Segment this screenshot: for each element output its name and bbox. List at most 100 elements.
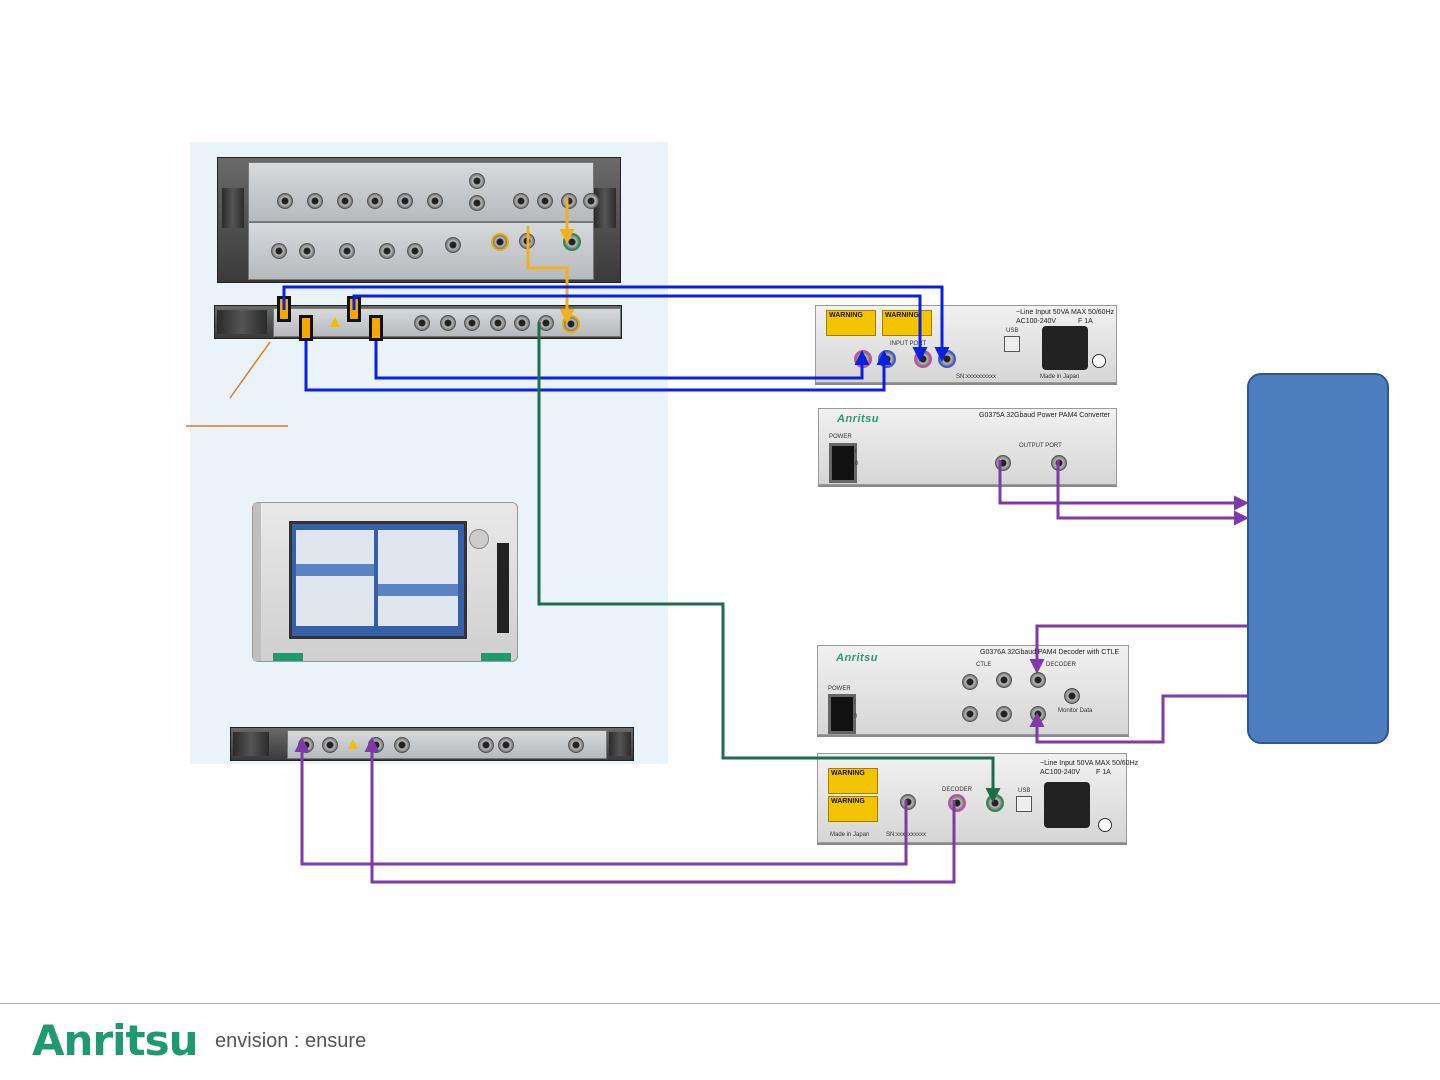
power-switch[interactable] [829, 443, 857, 483]
rack-handle-left [222, 188, 244, 228]
module-connector [583, 193, 599, 209]
fuse-label: F 1A [1078, 318, 1093, 325]
device-title: G0376A 32Gbaud PAM4 Decoder with CTLE [980, 649, 1120, 656]
module-connector [568, 737, 584, 753]
module-connector [337, 193, 353, 209]
cable-yellow-clock-1 [526, 226, 575, 324]
mainframe-screen [289, 521, 467, 639]
power-switch[interactable] [828, 694, 856, 734]
usb-label: USB [1006, 328, 1019, 334]
callout-line [229, 341, 271, 399]
cable-purple-converter-out-1 [998, 460, 1249, 511]
ed-module [287, 730, 607, 759]
anritsu-logo: Anritsu [32, 1016, 198, 1065]
decoder-label: DECODER [942, 787, 973, 793]
module-connector [445, 237, 461, 253]
cable-purple-converter-out-2 [1056, 460, 1249, 526]
cable-blue-data-1 [282, 285, 950, 362]
warning-label: WARNING [882, 310, 932, 336]
mainframe-foot-left [273, 653, 303, 661]
decoder-label: DECODER [1046, 662, 1077, 668]
cable-purple-dut-to-decoder-1 [1029, 624, 1247, 674]
rotary-knob [469, 529, 489, 549]
power-off-label: 0 [854, 714, 858, 720]
ctle-connector [962, 706, 978, 722]
cable-purple-decoder-to-ed-1 [294, 737, 908, 866]
warning-text: WARNING [831, 798, 865, 805]
ppg-module-bottom [248, 222, 594, 280]
mainframe-rack [217, 157, 621, 283]
module-connector [537, 193, 553, 209]
ground-icon [1098, 818, 1112, 832]
module-connector [307, 193, 323, 209]
brand-logo: Anritsu [837, 413, 879, 425]
ctle-connector [962, 674, 978, 690]
rack-handle-right [594, 188, 616, 228]
module-connector [322, 737, 338, 753]
cable-blue-data-2 [352, 294, 928, 362]
cable-blue-data-3 [304, 341, 892, 392]
warning-label: WARNING [826, 310, 876, 336]
module-connector [513, 193, 529, 209]
monitor-label: Monitor Data [1058, 708, 1093, 714]
rack-handle-left [233, 732, 269, 756]
output-port-label: OUTPUT PORT [1019, 443, 1062, 449]
module-connector [299, 243, 315, 259]
cable-blue-data-4 [374, 341, 870, 380]
footer-divider [0, 1003, 1440, 1004]
converter-rear-panel: WARNING WARNING ~Line Input 50VA MAX 50/… [815, 305, 1117, 383]
module-connector [367, 193, 383, 209]
warning-text: WARNING [829, 312, 863, 319]
usb-label: USB [1018, 788, 1031, 794]
screen-pane-right [378, 530, 458, 626]
clock-output-connector [491, 233, 509, 251]
module-connector [394, 737, 410, 753]
cable-green-clock [537, 322, 1001, 803]
ctle-label: CTLE [976, 662, 992, 668]
line-input-label: ~Line Input 50VA MAX 50/60Hz [1016, 309, 1115, 316]
module-connector [414, 315, 430, 331]
warning-triangle-icon [330, 317, 340, 327]
module-connector [514, 315, 530, 331]
module-connector [379, 243, 395, 259]
mainframe-side [253, 503, 261, 661]
input-port-label: INPUT PORT [890, 341, 927, 347]
ppg-module-top [248, 162, 599, 222]
ac-rating-label: AC100-240V [1016, 318, 1057, 325]
module-connector [490, 315, 506, 331]
mp1900a-mainframe [252, 502, 518, 662]
dut-block [1247, 373, 1389, 744]
screen-bar [378, 584, 458, 596]
power-label: POWER [828, 686, 851, 692]
screen-pane-left [296, 530, 374, 626]
usb-port [1004, 336, 1020, 352]
serial-number: SN:xxxxxxxxxx [956, 374, 997, 380]
module-connector [397, 193, 413, 209]
power-label: POWER [829, 434, 852, 440]
power-inlet [1044, 782, 1090, 828]
warning-triangle-icon [348, 739, 358, 749]
warning-label: WARNING [828, 796, 878, 822]
decoder-front-panel: Anritsu G0376A 32Gbaud PAM4 Decoder with… [817, 645, 1129, 735]
data-output-marker-4 [369, 315, 383, 341]
module-connector [277, 193, 293, 209]
ac-rating-label: AC100-240V [1040, 769, 1081, 776]
converter-front-panel: Anritsu G0375A 32Gbaud Power PAM4 Conver… [818, 408, 1117, 485]
screen-bar [296, 564, 374, 576]
warning-label: WARNING [828, 768, 878, 794]
module-connector [478, 737, 494, 753]
module-connector [464, 315, 480, 331]
data-output-marker-2 [299, 315, 313, 341]
module-connector [498, 737, 514, 753]
made-in-label: Made in Japan [1040, 374, 1080, 380]
warning-text: WARNING [831, 770, 865, 777]
module-connector [469, 195, 485, 211]
rack-handle-left [217, 310, 267, 334]
power-off-label: 0 [855, 461, 859, 467]
module-connector [407, 243, 423, 259]
decoder-rear-panel: WARNING WARNING DECODER ~Line Input 50VA… [817, 753, 1138, 843]
warning-text: WARNING [885, 312, 919, 319]
module-connector [271, 243, 287, 259]
brand-logo: Anritsu [836, 652, 878, 664]
